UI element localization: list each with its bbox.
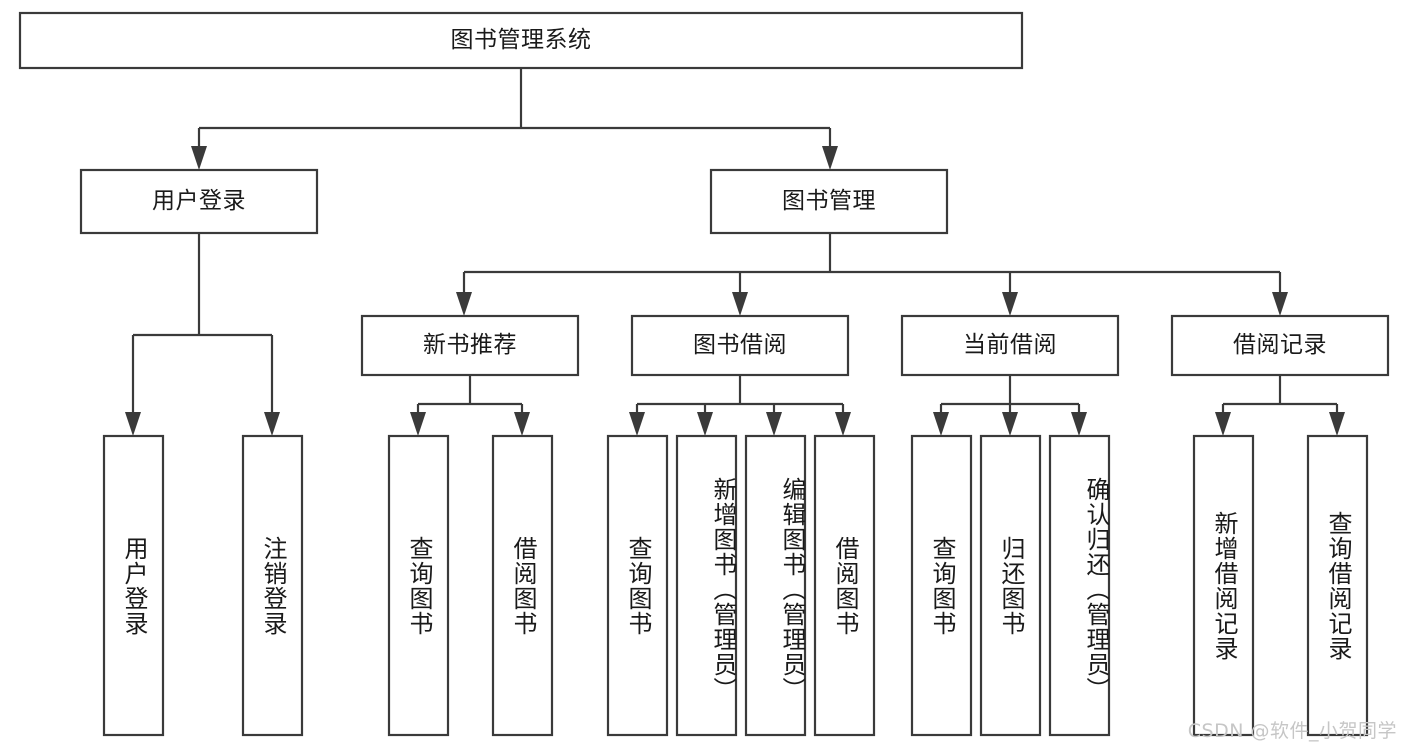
connector-current-borrow-to-leaves [933, 375, 1087, 436]
arrow-head-leaf-query-book-3 [933, 412, 949, 436]
arrow-head-current-borrow [1002, 292, 1018, 316]
node-box-book-manage[interactable] [709, 168, 949, 235]
arrow-head-leaf-edit-book [766, 412, 782, 436]
arrow-head-leaf-query-book-2 [629, 412, 645, 436]
leaf-box-leaf-add-record[interactable] [1192, 434, 1255, 737]
node-box-new-book-recommend[interactable] [360, 314, 580, 377]
arrow-head-leaf-return-book [1002, 412, 1018, 436]
arrow-head-user-login [191, 146, 207, 170]
connector-book-borrow-to-leaves [629, 375, 851, 436]
node-box-borrow-record[interactable] [1170, 314, 1390, 377]
leaf-box-leaf-query-book-2[interactable] [606, 434, 669, 737]
connector-root-to-level2 [191, 68, 838, 170]
arrow-head-leaf-add-book [697, 412, 713, 436]
arrow-head-leaf-confirm-return [1071, 412, 1087, 436]
arrow-head-new-book-recommend [456, 292, 472, 316]
arrow-head-leaf-borrow-book-2 [835, 412, 851, 436]
leaf-box-leaf-borrow-book-2[interactable] [813, 434, 876, 737]
arrow-head-leaf-query-record [1329, 412, 1345, 436]
arrow-head-leaf-logout [264, 412, 280, 436]
leaf-box-leaf-logout[interactable] [241, 434, 304, 737]
connector-borrow-record-to-leaves [1215, 375, 1345, 436]
leaf-box-leaf-query-record[interactable] [1306, 434, 1369, 737]
node-box-book-borrow[interactable] [630, 314, 850, 377]
arrow-head-leaf-add-record [1215, 412, 1231, 436]
node-box-current-borrow[interactable] [900, 314, 1120, 377]
arrow-head-borrow-record [1272, 292, 1288, 316]
connector-user-login-to-leaves [125, 233, 280, 436]
node-box-root[interactable] [18, 11, 1024, 70]
leaf-box-leaf-confirm-return[interactable] [1048, 434, 1111, 737]
leaf-box-leaf-return-book[interactable] [979, 434, 1042, 737]
leaf-box-leaf-edit-book[interactable] [744, 434, 807, 737]
leaf-box-leaf-user-login[interactable] [102, 434, 165, 737]
connector-new-book-to-leaves [410, 375, 530, 436]
arrow-head-book-borrow [732, 292, 748, 316]
arrow-head-leaf-user-login [125, 412, 141, 436]
leaf-box-leaf-query-book-3[interactable] [910, 434, 973, 737]
arrow-head-leaf-query-book-1 [410, 412, 426, 436]
node-box-user-login[interactable] [79, 168, 319, 235]
arrow-head-book-manage [822, 146, 838, 170]
connector-book-manage-to-level3 [456, 233, 1288, 316]
leaf-box-leaf-add-book[interactable] [675, 434, 738, 737]
arrow-head-leaf-borrow-book-1 [514, 412, 530, 436]
leaf-box-leaf-borrow-book-1[interactable] [491, 434, 554, 737]
leaf-box-leaf-query-book-1[interactable] [387, 434, 450, 737]
